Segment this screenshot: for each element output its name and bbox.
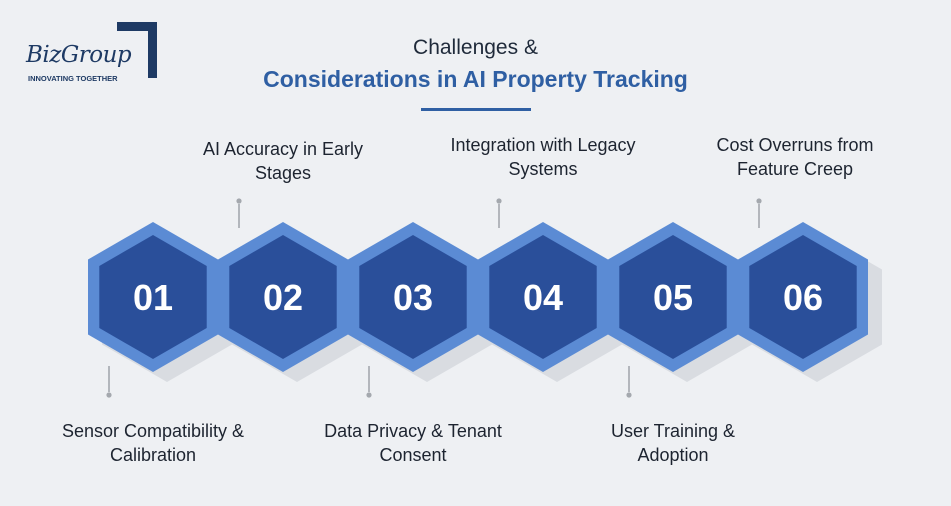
step-label-line: Calibration <box>109 445 197 465</box>
step-label-line: Integration with Legacy <box>450 135 636 155</box>
step-label-line: Adoption <box>637 445 709 465</box>
hexagon-inner <box>749 235 857 359</box>
step-hexagon-04: 04 <box>478 222 608 372</box>
logo-frame-shape <box>117 22 157 78</box>
hexagon-inner <box>359 235 467 359</box>
step-label-line: User Training & <box>610 421 736 441</box>
step-hexagon-05: 05 <box>608 222 738 372</box>
connector-line <box>626 366 632 398</box>
title-line-1: Challenges & <box>413 36 538 59</box>
step-number: 06 <box>783 277 823 318</box>
step-label-01: Sensor Compatibility & Calibration <box>23 419 283 467</box>
step-label-line: Feature Creep <box>736 159 854 179</box>
hexagon-inner <box>99 235 207 359</box>
step-label-line: Consent <box>379 445 447 465</box>
hexagon-inner <box>619 235 727 359</box>
bizgroup-logo: BizGroup INNOVATING TOGETHER <box>22 22 162 92</box>
step-number: 03 <box>393 277 433 318</box>
step-hexagon-03: 03 <box>348 222 478 372</box>
hexagon-inner <box>229 235 337 359</box>
logo-wordmark: BizGroup <box>26 42 132 68</box>
step-label-line: Cost Overruns from <box>716 135 874 155</box>
step-hexagon-02: 02 <box>218 222 348 372</box>
connector-line <box>106 366 112 398</box>
step-label-line: Sensor Compatibility & <box>61 421 245 441</box>
step-label-line: Systems <box>508 159 578 179</box>
step-label-line: Data Privacy & Tenant <box>324 421 502 441</box>
title-line-2: Considerations in AI Property Tracking <box>263 66 688 92</box>
step-label-05: User Training & Adoption <box>543 419 803 467</box>
step-number: 04 <box>523 277 563 318</box>
logo-tagline: INNOVATING TOGETHER <box>28 74 118 83</box>
step-label-line: AI Accuracy in Early <box>202 139 364 159</box>
title-underline <box>421 108 531 111</box>
connector-line <box>366 366 372 398</box>
step-hexagon-06: 06 <box>738 222 868 372</box>
hexagon-inner <box>489 235 597 359</box>
step-number: 02 <box>263 277 303 318</box>
step-number: 05 <box>653 277 693 318</box>
step-hexagon-01: 01 <box>88 222 218 372</box>
step-label-line: Stages <box>254 163 312 183</box>
connector-line <box>756 198 762 228</box>
connector-line <box>236 198 242 228</box>
step-number: 01 <box>133 277 173 318</box>
connector-line <box>496 198 502 228</box>
